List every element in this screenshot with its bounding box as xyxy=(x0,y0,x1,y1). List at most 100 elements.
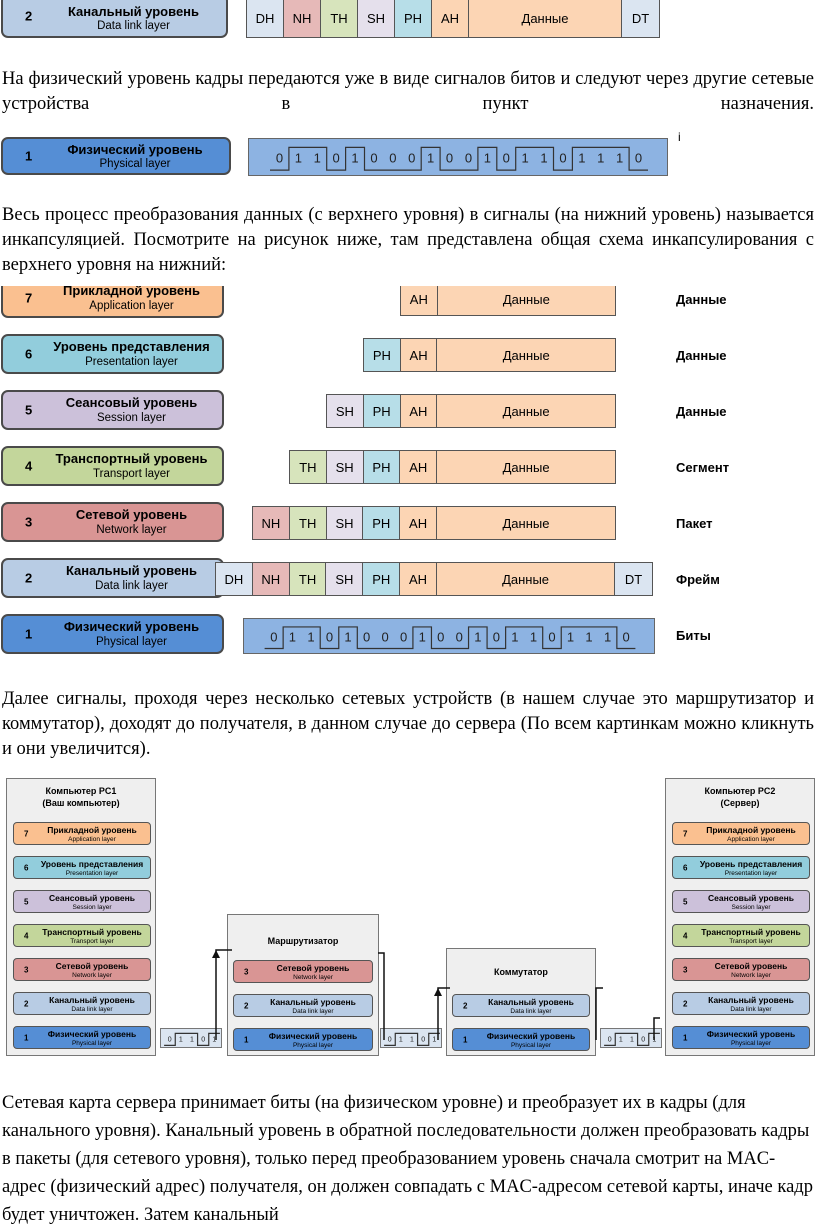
bit-label: 1 xyxy=(419,629,426,644)
paragraph-4: Сетевая карта сервера принимает биты (на… xyxy=(2,1093,813,1225)
frame-cell: TH xyxy=(289,507,327,539)
layer-title-ru: Канальный уровень xyxy=(67,4,200,19)
bit-label: 1 xyxy=(511,629,518,644)
layer-number: 4 xyxy=(24,931,29,940)
bit-label: 0 xyxy=(493,629,500,644)
bit-label: 0 xyxy=(388,1036,392,1043)
layer-title-en: Application layer xyxy=(68,836,116,843)
bit-label: 1 xyxy=(314,151,321,166)
layer-title-ru: Канальный уровень xyxy=(65,563,198,578)
layer-title-en: Session layer xyxy=(731,904,771,911)
frame-cell: AH xyxy=(400,451,438,483)
frame-cell: Данные xyxy=(437,339,616,371)
layer-title-ru: Прикладной уровень xyxy=(706,825,796,835)
frame-cell: SH xyxy=(326,451,364,483)
layer-title-ru: Физический уровень xyxy=(47,1029,137,1039)
device-title: Компьютер PC1 xyxy=(45,786,117,796)
bit-label: 1 xyxy=(616,151,623,166)
layer-title-en: Network layer xyxy=(731,972,771,979)
layer-title-ru: Прикладной уровень xyxy=(63,286,200,298)
layer-number: 2 xyxy=(25,570,33,586)
frame-cell: Данные xyxy=(437,286,615,315)
layer-number: 2 xyxy=(244,1001,249,1010)
layer-title-ru: Уровень представления xyxy=(699,859,803,869)
bit-label: 1 xyxy=(474,629,481,644)
layer-number: 5 xyxy=(25,402,33,418)
frame-cell: NH xyxy=(252,563,290,595)
bit-label: 1 xyxy=(212,1036,216,1043)
bit-label: 1 xyxy=(530,629,537,644)
bit-label: 1 xyxy=(344,629,351,644)
frame-cell: AH xyxy=(400,563,437,595)
bit-label: 1 xyxy=(295,151,302,166)
bit-label: 1 xyxy=(567,629,574,644)
layer-number: 5 xyxy=(24,897,29,906)
layer-title-ru: Сетевой уровень xyxy=(276,963,350,973)
layer-title-ru: Транспортный уровень xyxy=(55,451,208,466)
bit-signal-line xyxy=(164,1032,220,1046)
frame-cell: DH xyxy=(216,563,253,595)
bit-label: 0 xyxy=(548,629,555,644)
layer-title-en: Presentation layer xyxy=(724,870,778,877)
frame-cell: AH xyxy=(432,0,469,37)
bit-label: 1 xyxy=(289,629,296,644)
bit-label: 0 xyxy=(503,151,510,166)
bit-label: 0 xyxy=(270,629,277,644)
bit-label: 1 xyxy=(307,629,314,644)
layer-title-ru: Транспортный уровень xyxy=(42,927,142,937)
layer-title-en: Data link layer xyxy=(730,1006,772,1013)
frame-cell: Данные xyxy=(437,451,616,483)
encap-row-label: Фрейм xyxy=(676,572,720,587)
frame-cell: DH xyxy=(247,0,284,37)
frame-cell: AH xyxy=(401,286,438,315)
layer-title-en: Presentation layer xyxy=(65,870,119,877)
encap-row-label: Данные xyxy=(676,292,727,307)
layer-number: 7 xyxy=(24,829,29,838)
bit-label: 1 xyxy=(522,151,529,166)
layer-number: 7 xyxy=(25,290,33,306)
bit-label: 0 xyxy=(333,151,340,166)
frame-cell: SH xyxy=(327,395,364,427)
bit-label: 1 xyxy=(410,1036,414,1043)
paragraph-3: Далее сигналы, проходя через несколько с… xyxy=(2,689,814,759)
bit-label: 1 xyxy=(630,1036,634,1043)
layer-title-en: Physical layer xyxy=(510,1042,552,1049)
frame-cell: Данные xyxy=(436,507,615,539)
layer-title-ru: Канальный уровень xyxy=(488,997,574,1007)
bit-label: 0 xyxy=(276,151,283,166)
frame-cell: TH xyxy=(321,0,358,37)
bit-signal-line xyxy=(604,1032,660,1046)
layer-title-en: Physical layer xyxy=(99,158,171,170)
layer-title-en: Transport layer xyxy=(93,468,170,480)
bit-label: 0 xyxy=(326,629,333,644)
bit-label: 1 xyxy=(432,1036,436,1043)
layer-title-en: Data link layer xyxy=(95,580,168,592)
encap-row-label: Данные xyxy=(676,348,727,363)
frame-cell: PH xyxy=(363,451,401,483)
frame-cell: DT xyxy=(622,0,659,37)
device-subtitle: (Сервер) xyxy=(720,798,760,808)
frame-cell: NH xyxy=(253,507,290,539)
layer-number: 3 xyxy=(24,965,29,974)
layer-number: 6 xyxy=(683,863,688,872)
bit-label: 0 xyxy=(168,1036,172,1043)
fig2-layer-1: 1 Физический уровень Physical layer xyxy=(1,137,231,175)
